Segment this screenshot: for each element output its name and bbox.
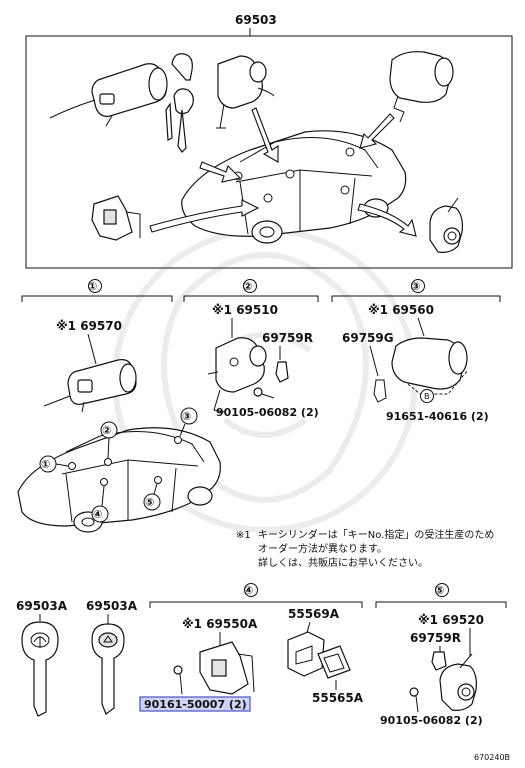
car-callouts: ② ③ ① ④ ⑤: [39, 407, 198, 523]
part-69759r-g5: 69759R: [410, 631, 461, 645]
svg-text:⑤: ⑤: [145, 496, 154, 509]
svg-text:②: ②: [102, 424, 111, 437]
group-3-ring: [411, 279, 425, 293]
sub-key: [91, 623, 125, 715]
svg-text:①: ①: [41, 458, 50, 471]
svg-text:オーダー方法が異なります。: オーダー方法が異なります。: [258, 542, 387, 555]
svg-text:③: ③: [182, 410, 191, 423]
screw-g2: [253, 387, 275, 399]
bracket-55569a: [287, 631, 325, 677]
pad-55565a: [317, 645, 351, 679]
master-key: [21, 621, 59, 717]
lower-car: [17, 427, 221, 533]
key-part-1: 69503A: [16, 599, 68, 613]
overview-trunk-cylinder: [389, 51, 454, 123]
part-55565a: 55565A: [312, 691, 364, 705]
sub-marker-b: B: [424, 392, 430, 401]
svg-text:③: ③: [411, 280, 420, 293]
trunk-cylinder-3: [373, 337, 469, 403]
part-69550a: ※1 69550A: [182, 617, 258, 631]
part-69520: ※1 69520: [418, 613, 484, 627]
diagram-code: 670240B: [474, 753, 510, 762]
part-69759g: 69759G: [342, 331, 394, 345]
part-55569a: 55569A: [288, 607, 340, 621]
part-69510: ※1 69510: [212, 303, 278, 317]
part-69570: ※1 69570: [56, 319, 122, 333]
overview-keys: [165, 53, 194, 153]
svg-text:④: ④: [93, 508, 102, 521]
glovebox-lock-4: [199, 641, 255, 695]
part-90161-50007[interactable]: 90161-50007 (2): [144, 698, 247, 711]
part-69560: ※1 69560: [368, 303, 434, 317]
highlighted-part-box[interactable]: [139, 696, 251, 712]
group-5-ring: [435, 583, 449, 597]
overview-door-lock: [216, 55, 275, 129]
overview-ignition-cylinder: [49, 63, 168, 127]
key-part-2: 69503A: [86, 599, 138, 613]
overview-fuel-lock: [429, 197, 463, 253]
part-69759r-g2: 69759R: [262, 331, 313, 345]
group-2-ring: [243, 279, 257, 293]
overview-arrows: [149, 107, 417, 237]
top-part-number: 69503: [235, 13, 277, 27]
svg-text:詳しくは、共販店にお早いください。: 詳しくは、共販店にお早いください。: [258, 556, 428, 569]
door-lock-2: [207, 337, 267, 413]
overview-car: [181, 130, 407, 244]
clip-69759r-g5: [431, 651, 447, 671]
screw-g5: [409, 687, 419, 713]
group-4-ring: [244, 583, 258, 597]
fuel-lock-5: [439, 653, 477, 711]
overview-frame: [25, 35, 513, 269]
overview-glovebox-lock: [91, 195, 141, 241]
svg-text:④: ④: [244, 584, 253, 597]
svg-text:①: ①: [88, 280, 97, 293]
group-header-1: ①: [21, 279, 173, 302]
svg-text:キーシリンダーは「キーNo.指定」の受注生産のため: キーシリンダーは「キーNo.指定」の受注生産のため: [258, 528, 494, 541]
svg-text:⑤: ⑤: [435, 584, 444, 597]
ignition-cylinder-1: [43, 359, 137, 413]
part-90105-06082-g2: 90105-06082 (2): [216, 406, 319, 419]
order-note: ※1 キーシリンダーは「キーNo.指定」の受注生産のため オーダー方法が異なりま…: [236, 528, 494, 569]
clip-69759r-g2: [275, 361, 289, 383]
svg-text:②: ②: [243, 280, 252, 293]
svg-text:※1: ※1: [236, 530, 251, 541]
part-90105-06082-g5: 90105-06082 (2): [380, 714, 483, 727]
part-91651-40616: 91651-40616 (2): [386, 410, 489, 423]
screw-g4: [173, 665, 183, 695]
